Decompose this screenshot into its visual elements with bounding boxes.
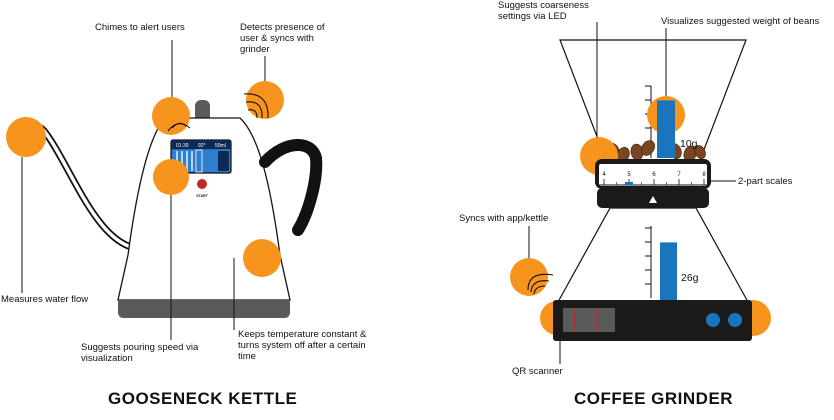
beans-label: Visualizes suggested weight of beans: [661, 16, 820, 27]
chime-waves-icon: [167, 122, 191, 132]
kettle-screen-time: 01:30: [176, 143, 189, 149]
kettle-leader-lines: [21, 40, 266, 340]
coarseness-ticks: 4 5 6 7 8: [602, 172, 706, 185]
pouring-label: Suggests pouring speed via visualization: [81, 342, 199, 364]
flow-label: Measures water flow: [1, 294, 89, 305]
kettle-base: [118, 300, 290, 318]
temperature-label: Keeps temperature constant & turns syste…: [238, 329, 367, 362]
coarseness-label: Suggests coarseness settings via LED: [498, 0, 589, 22]
flow-sensor: [6, 117, 46, 157]
qr-display: [563, 308, 615, 332]
grinder-title: COFFEE GRINDER: [574, 389, 734, 408]
kettle-start-button[interactable]: [197, 179, 207, 189]
chimes-label: Chimes to alert users: [95, 22, 185, 33]
kettle-screen-temp: 92°: [198, 143, 206, 149]
chamber-measure-ticks: [645, 226, 652, 298]
syncs-label: Syncs with app/kettle: [459, 213, 549, 224]
scale-number-4: 4: [602, 172, 606, 178]
base-button-left[interactable]: [706, 313, 720, 327]
kettle-handle: [259, 139, 323, 236]
temperature-sensor: [243, 239, 281, 277]
detects-label: Detects presence of user & syncs with gr…: [240, 22, 325, 55]
kettle-sensors: [6, 81, 284, 277]
scale-number-8: 8: [702, 172, 706, 178]
scale-number-5: 5: [627, 172, 631, 178]
grinder-illustration: 10g 4 5 6 7 8 26g: [510, 39, 771, 341]
coffee-beans: [606, 140, 706, 163]
base-button-right[interactable]: [728, 313, 742, 327]
dial-pointer-icon: [649, 196, 657, 203]
grinder-lower-chamber: [556, 207, 750, 303]
top-weight-label: 10g: [680, 138, 698, 150]
kettle-lid-knob: [195, 100, 210, 122]
kettle-start-label: START: [196, 194, 208, 198]
pouring-sensor: [153, 159, 189, 195]
qr-label: QR scanner: [512, 366, 563, 377]
selected-setting-led: [625, 182, 633, 185]
top-weight-bar: [657, 100, 675, 158]
scale-number-7: 7: [677, 172, 681, 178]
sync-sensor: [510, 258, 548, 296]
bottom-weight-bar: [660, 242, 677, 300]
kettle-title: GOOSENECK KETTLE: [108, 389, 298, 408]
presence-sensor: [246, 81, 284, 119]
scales-label: 2-part scales: [738, 176, 793, 187]
chime-sensor: [152, 97, 190, 135]
bottom-weight-label: 26g: [681, 272, 699, 284]
kettle-screen-volume: 50ml: [215, 143, 226, 149]
scale-number-6: 6: [652, 172, 656, 178]
grinder-leader-lines: [528, 22, 667, 364]
presence-waves-icon: [243, 93, 269, 119]
sync-waves-icon: [527, 273, 554, 295]
